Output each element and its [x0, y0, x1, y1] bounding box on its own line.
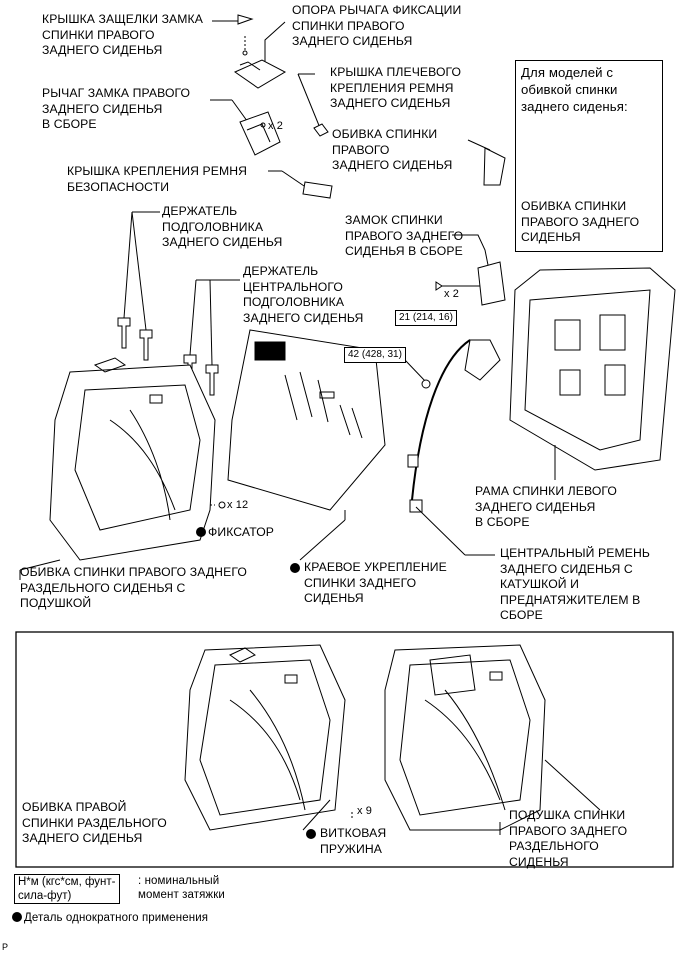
- label-back-pad: ПОДУШКА СПИНКИ ПРАВОГО ЗАДНЕГО РАЗДЕЛЬНО…: [509, 808, 628, 869]
- non-reusable-icon: [196, 527, 206, 537]
- figure-code: P: [2, 942, 9, 952]
- hog-ring-text: ВИТКОВАЯ ПРУЖИНА: [320, 826, 387, 856]
- non-reusable-text: Деталь однократного применения: [24, 912, 209, 924]
- label-clip-qty: x 12: [227, 499, 249, 511]
- label-clip: ФИКСАТОР: [196, 525, 274, 541]
- label-lever-qty: x 2: [268, 120, 283, 132]
- legend-unit-box: Н*м (кгс*см, фунт- сила-фут): [14, 874, 120, 904]
- torque-42: 42 (428, 31): [344, 347, 406, 363]
- non-reusable-icon: [290, 563, 300, 573]
- label-lever-support: ОПОРА РЫЧАГА ФИКСАЦИИ СПИНКИ ПРАВОГО ЗАД…: [292, 3, 462, 48]
- label-center-belt: ЦЕНТРАЛЬНЫЙ РЕМЕНЬ ЗАДНЕГО СИДЕНЬЯ С КАТ…: [500, 546, 650, 622]
- label-headrest-holder: ДЕРЖАТЕЛЬ ПОДГОЛОВНИКА ЗАДНЕГО СИДЕНЬЯ: [162, 204, 283, 249]
- legend-unit-desc: : номинальный момент затяжки: [138, 875, 225, 901]
- label-latch-cover: КРЫШКА ЗАЩЕЛКИ ЗАМКА СПИНКИ ПРАВОГО ЗАДН…: [42, 12, 203, 57]
- label-back-trim: ОБИВКА СПИНКИ ПРАВОГО ЗАДНЕГО СИДЕНЬЯ: [332, 127, 453, 172]
- inset-title: Для моделей с обивкой спинки заднего сид…: [521, 65, 628, 114]
- label-center-headrest-holder: ДЕРЖАТЕЛЬ ЦЕНТРАЛЬНОГО ПОДГОЛОВНИКА ЗАДН…: [243, 264, 364, 325]
- inset-box: [515, 60, 663, 252]
- label-lock-lever: РЫЧАГ ЗАМКА ПРАВОГО ЗАДНЕГО СИДЕНЬЯ В СБ…: [42, 86, 191, 131]
- label-hog-ring: ВИТКОВАЯ ПРУЖИНА: [306, 826, 386, 857]
- non-reusable-icon: [306, 829, 316, 839]
- label-shoulder-belt-cover: КРЫШКА ПЛЕЧЕВОГО КРЕПЛЕНИЯ РЕМНЯ ЗАДНЕГО…: [330, 65, 462, 110]
- label-right-cover: ОБИВКА ПРАВОЙ СПИНКИ РАЗДЕЛЬНОГО ЗАДНЕГО…: [22, 800, 167, 845]
- non-reusable-icon: [12, 912, 22, 922]
- inset-trim-label: ОБИВКА СПИНКИ ПРАВОГО ЗАДНЕГО СИДЕНЬЯ: [521, 199, 640, 244]
- legend-non-reusable: Деталь однократного применения: [12, 911, 208, 927]
- label-left-frame: РАМА СПИНКИ ЛЕВОГО ЗАДНЕГО СИДЕНЬЯ В СБО…: [475, 484, 618, 529]
- edge-protector-text: КРАЕВОЕ УКРЕПЛЕНИЕ СПИНКИ ЗАДНЕГО СИДЕНЬ…: [304, 560, 447, 605]
- clip-text: ФИКСАТОР: [208, 525, 275, 539]
- label-edge-protector: КРАЕВОЕ УКРЕПЛЕНИЕ СПИНКИ ЗАДНЕГО СИДЕНЬ…: [290, 560, 447, 607]
- label-cover-with-pad: ОБИВКА СПИНКИ ПРАВОГО ЗАДНЕГО РАЗДЕЛЬНОГ…: [20, 565, 247, 610]
- label-back-lock: ЗАМОК СПИНКИ ПРАВОГО ЗАДНЕГО СИДЕНЬЯ В С…: [345, 213, 464, 258]
- label-belt-anchor-cover: КРЫШКА КРЕПЛЕНИЯ РЕМНЯ БЕЗОПАСНОСТИ: [67, 164, 248, 194]
- torque-21: 21 (214, 16): [395, 310, 457, 326]
- label-lock-qty: x 2: [444, 288, 459, 300]
- label-spring-qty: x 9: [357, 805, 372, 817]
